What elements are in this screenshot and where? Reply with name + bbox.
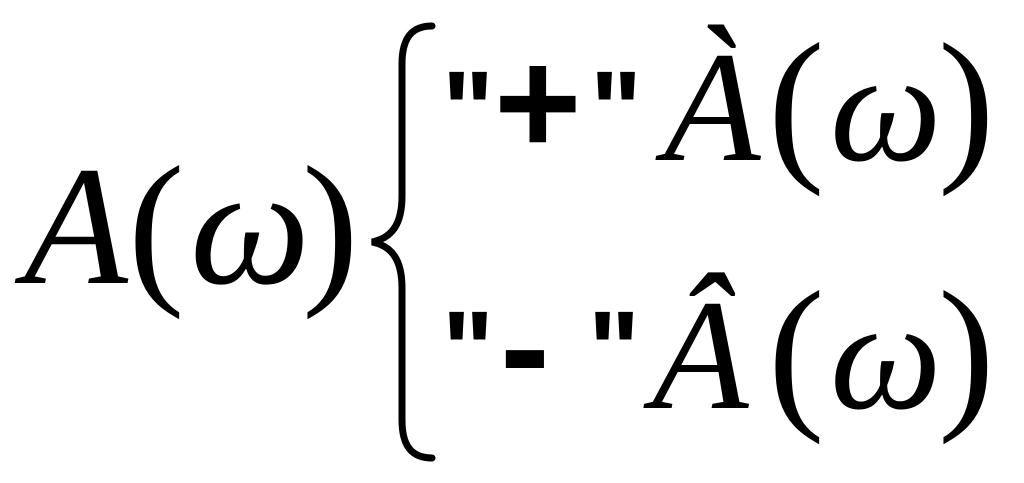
case-2-close-paren: ) — [938, 257, 995, 445]
case-2-open-paren: ( — [768, 257, 825, 445]
case-1-letter: À — [655, 20, 762, 195]
lhs-symbol: A — [14, 132, 129, 320]
case-1-variable: ω — [830, 20, 942, 195]
lhs-open-paren: ( — [128, 132, 185, 320]
lhs-expression: A ( ω ) — [14, 132, 359, 320]
case-2-variable: ω — [830, 268, 942, 443]
case-row-minus: " - " Â ( ω ) — [442, 257, 995, 445]
case-1-sign: + — [494, 18, 582, 186]
lhs-variable: ω — [190, 132, 310, 320]
case-1-open-paren: ( — [768, 9, 825, 197]
case-2-sign: - — [500, 262, 550, 430]
case-2-quote-close: " — [588, 289, 640, 412]
case-row-plus: " + " À ( ω ) — [442, 9, 995, 197]
case-1-close-paren: ) — [938, 9, 995, 197]
case-2-letter: Â — [643, 268, 750, 443]
case-1-quote-close: " — [590, 49, 642, 172]
left-curly-brace — [371, 22, 436, 462]
case-1-quote-open: " — [442, 49, 494, 172]
lhs-close-paren: ) — [302, 132, 359, 320]
case-2-quote-open: " — [442, 289, 494, 412]
